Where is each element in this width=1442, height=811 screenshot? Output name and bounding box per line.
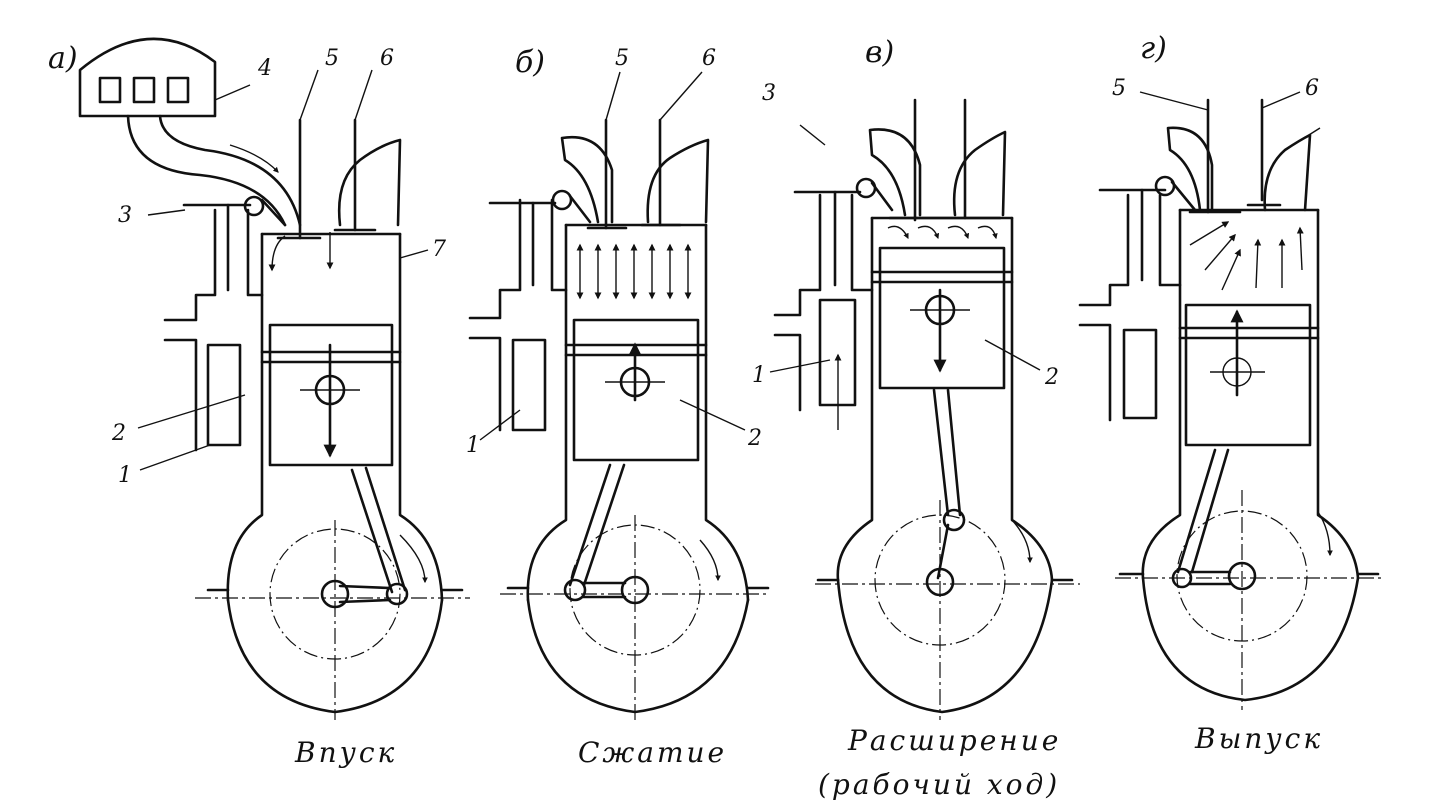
caption-exhaust: Выпуск xyxy=(1194,722,1323,755)
part-number: 1 xyxy=(118,463,132,488)
air-filter-housing xyxy=(78,37,217,118)
part-number: 5 xyxy=(1112,76,1126,101)
part-number: 3 xyxy=(118,203,132,228)
cylinder-wall xyxy=(226,232,444,602)
part-number: 4 xyxy=(257,56,272,81)
compression-arrows xyxy=(576,243,692,300)
connecting-rod xyxy=(1176,448,1217,574)
part-number: 5 xyxy=(615,46,629,71)
part-number: 2 xyxy=(1044,365,1059,390)
part-number: 1 xyxy=(466,433,480,458)
filter-window xyxy=(98,76,122,104)
panel-letter-b: б) xyxy=(515,45,545,80)
part-number: 6 xyxy=(702,46,716,71)
combustion-swirls xyxy=(887,225,998,240)
filter-window xyxy=(132,76,156,104)
connecting-rod xyxy=(350,468,394,594)
part-number: 1 xyxy=(752,363,766,388)
rocker-pivot xyxy=(243,195,265,217)
piston xyxy=(1184,303,1312,447)
panel-letter-d: г) xyxy=(1140,31,1167,66)
piston xyxy=(878,246,1006,390)
intake-pipe xyxy=(126,114,287,227)
part-number: 6 xyxy=(380,46,394,71)
labels: а) б) в) г) 4 5 6 3 7 2 1 5 6 1 2 3 1 2 … xyxy=(48,31,1323,801)
connecting-rod xyxy=(568,463,612,587)
exhaust-port xyxy=(646,138,710,224)
crank-pin xyxy=(385,582,409,606)
exhaust-flow-arrows xyxy=(1189,221,1304,291)
panel-compression xyxy=(468,71,770,720)
panel-intake xyxy=(78,37,470,720)
part-number: 2 xyxy=(111,421,126,446)
panel-expansion xyxy=(769,98,1080,720)
panel-exhaust xyxy=(1078,91,1385,710)
part-number: 5 xyxy=(325,46,339,71)
piston xyxy=(572,318,700,462)
part-number: 2 xyxy=(747,426,762,451)
part-number: 7 xyxy=(432,237,446,262)
panel-letter-a: а) xyxy=(48,41,78,76)
part-number: 3 xyxy=(762,81,776,106)
panel-letter-c: в) xyxy=(865,35,894,70)
caption-expansion-sub: (рабочий ход) xyxy=(818,768,1060,801)
caption-expansion: Расширение xyxy=(847,724,1061,757)
part-number: 6 xyxy=(1305,76,1319,101)
caption-intake: Впуск xyxy=(294,736,397,769)
connecting-rod xyxy=(932,388,950,517)
crankshaft xyxy=(320,579,350,609)
plunger xyxy=(206,343,242,447)
caption-compression: Сжатие xyxy=(578,736,727,769)
piston xyxy=(268,323,394,467)
intake-port xyxy=(560,135,614,224)
filter-window xyxy=(166,76,190,104)
injection-pump xyxy=(163,208,264,452)
